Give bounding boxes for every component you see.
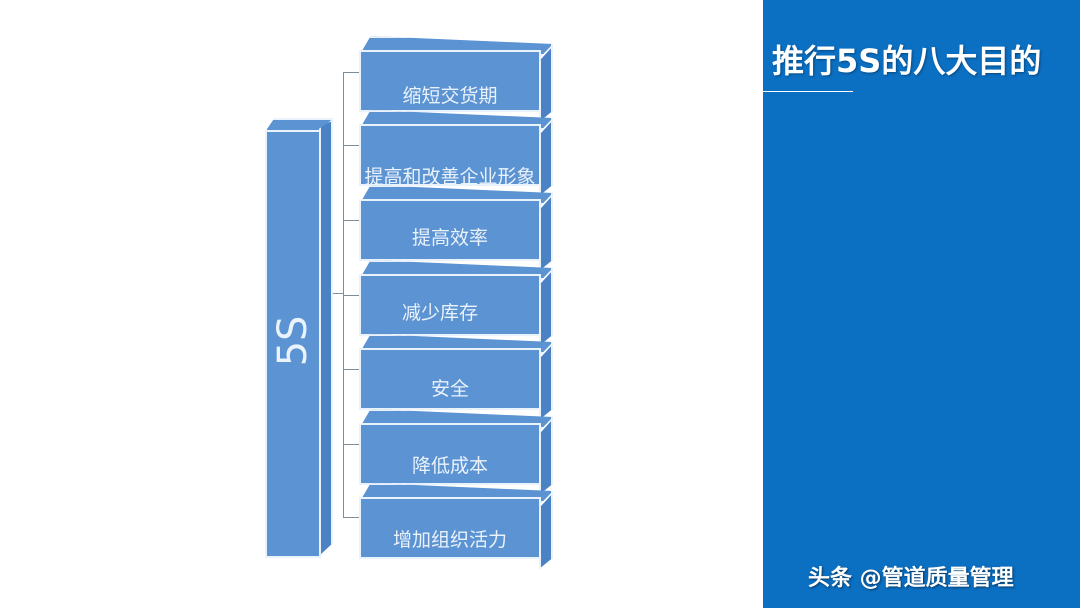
branch-line-6 xyxy=(343,444,359,445)
watermark: 头条 @管道质量管理 xyxy=(808,566,1014,591)
title-panel xyxy=(763,0,1080,608)
goal-label-3: 提高效率 xyxy=(411,227,488,249)
branch-line-3 xyxy=(343,220,359,221)
goal-label-2: 提高和改善企业形象 xyxy=(364,166,536,188)
page-title: 推行5S的八大目的 xyxy=(772,42,1042,80)
goal-label-7: 增加组织活力 xyxy=(392,529,507,551)
goal-label-1: 缩短交货期 xyxy=(402,85,498,107)
goal-label-6: 降低成本 xyxy=(411,455,488,477)
branch-line-2 xyxy=(343,145,359,146)
branch-line-4 xyxy=(343,295,359,296)
goal-label-4: 减少库存 xyxy=(401,302,478,324)
branch-line-1 xyxy=(343,72,359,73)
branch-line-5 xyxy=(343,369,359,370)
title-underline xyxy=(763,91,853,92)
root-label: 5S xyxy=(270,315,316,367)
goal-label-5: 安全 xyxy=(430,378,469,400)
branch-line-7 xyxy=(343,517,359,518)
